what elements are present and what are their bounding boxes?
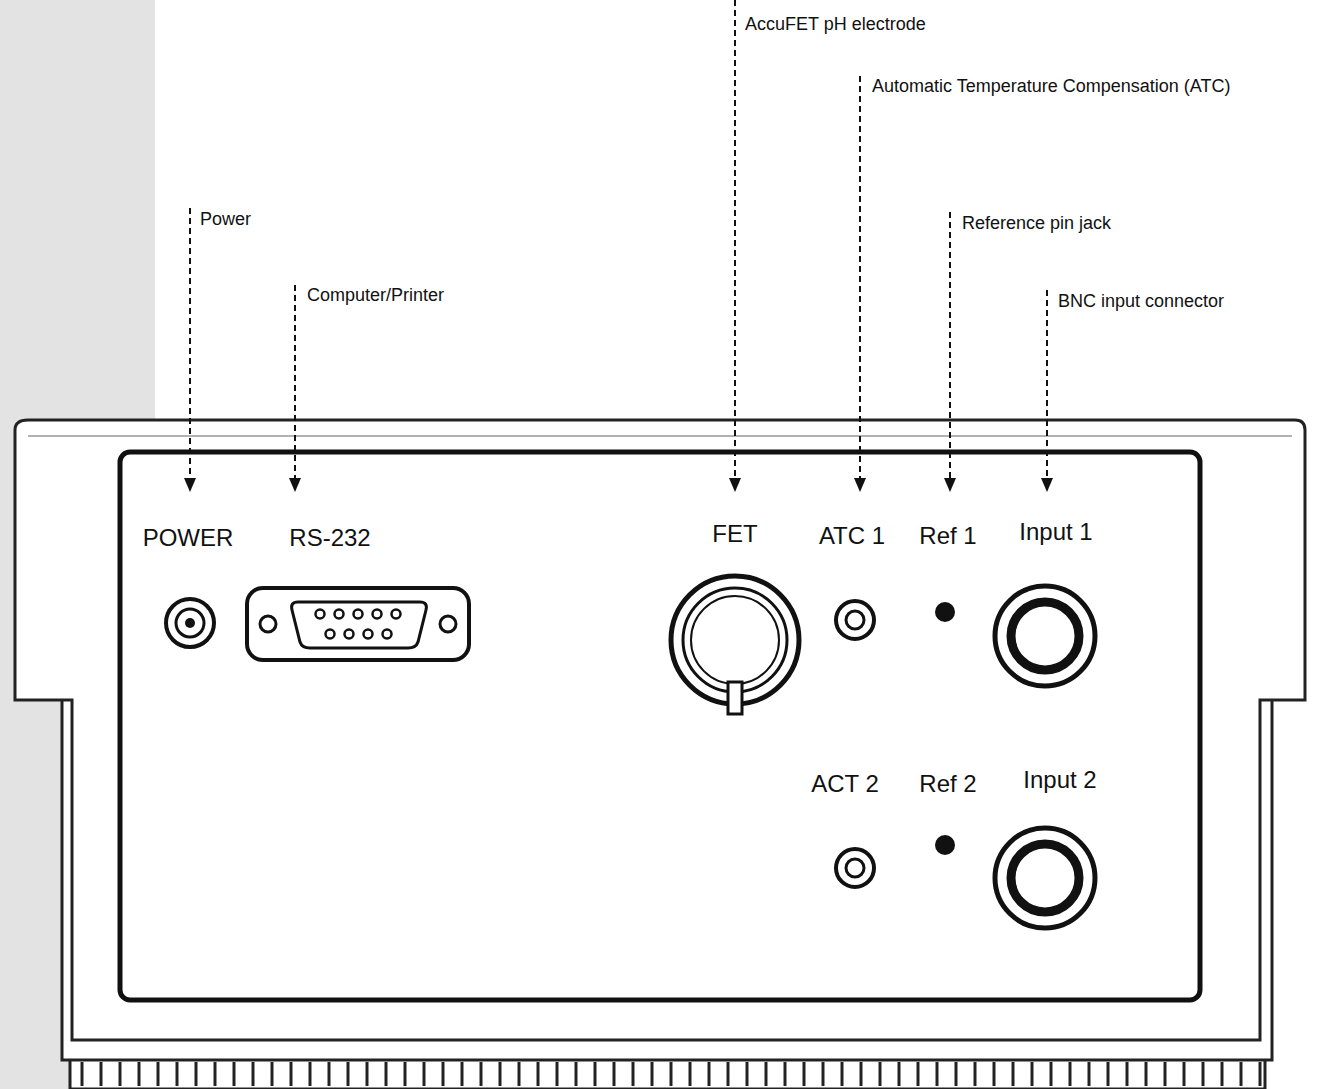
callout-label: Reference pin jack	[962, 213, 1111, 235]
callout-label: BNC input connector	[1058, 291, 1224, 313]
port-label: ATC 1	[819, 522, 885, 551]
port-label: RS-232	[289, 524, 370, 553]
callout-label: Power	[200, 209, 251, 231]
port-label: Input 1	[1019, 518, 1092, 547]
callout-label: AccuFET pH electrode	[745, 14, 926, 36]
port-label: POWER	[143, 524, 234, 553]
port-label: ACT 2	[811, 770, 879, 799]
callout-label: Automatic Temperature Compensation (ATC)	[872, 76, 1230, 98]
callout-label: Computer/Printer	[307, 285, 444, 307]
port-label: Ref 1	[919, 522, 976, 551]
port-label: Input 2	[1023, 766, 1096, 795]
port-label: Ref 2	[919, 770, 976, 799]
port-label: FET	[712, 520, 757, 549]
